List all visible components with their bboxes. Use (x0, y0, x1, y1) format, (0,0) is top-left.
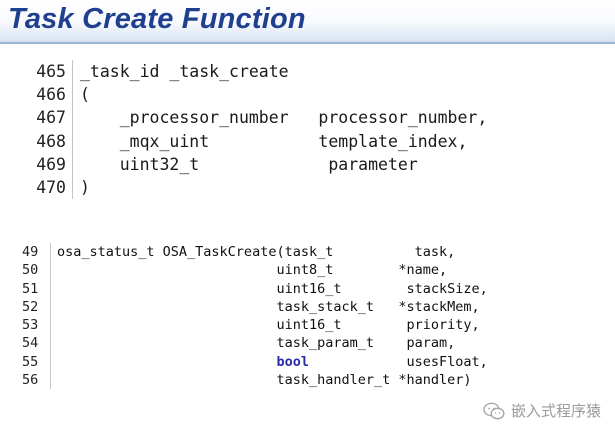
line-number: 468 (24, 129, 73, 153)
code-text: uint16_t priority, (51, 316, 480, 334)
code-line: 470) (24, 175, 487, 200)
code-segment: uint16_t priority, (57, 317, 480, 334)
line-number: 470 (24, 175, 73, 200)
code-line: 465 _task_id _task_create (24, 60, 487, 84)
line-number: 469 (24, 152, 73, 176)
code-text: osa_status_t OSA_TaskCreate(task_t task, (51, 243, 455, 261)
code-segment: task_param_t param, (57, 335, 456, 352)
code-line: 466 ( (24, 83, 487, 107)
code-text: ) (80, 177, 90, 197)
code-text: uint16_t stackSize, (51, 280, 488, 298)
line-number: 56 (22, 371, 51, 390)
code-text: uint8_t *name, (51, 261, 447, 279)
line-number: 52 (22, 297, 51, 317)
wechat-icon (483, 402, 505, 419)
code-segment: task_stack_t *stackMem, (57, 298, 480, 315)
code-line: 55 bool usesFloat, (22, 352, 488, 372)
line-number: 53 (22, 316, 51, 335)
code-segment: osa_status_t OSA_TaskCreate(task_t task, (57, 244, 456, 260)
code-line: 49 osa_status_t OSA_TaskCreate(task_t tas… (22, 243, 488, 262)
line-number: 50 (22, 261, 51, 280)
code-line: 468 _mqx_uint template_index, (24, 129, 487, 153)
line-number: 467 (24, 106, 73, 130)
code-segment: task_handler_t *handler) (57, 372, 472, 389)
code-segment (57, 354, 276, 370)
slide-title: Task Create Function (8, 3, 306, 35)
watermark-text: 嵌入式程序猿 (510, 402, 601, 420)
code-line: 467 _processor_number processor_number, (24, 106, 488, 130)
code-line: 52 task_stack_t *stackMem, (22, 297, 488, 317)
code-text: _mqx_uint template_index, (80, 131, 468, 151)
code-segment: uint16_t stackSize, (57, 280, 488, 297)
code-block-task-create: 465 _task_id _task_create 466 ( 467 _proce… (24, 60, 488, 200)
title-bar: Task Create Function (0, 0, 615, 44)
code-text: task_param_t param, (51, 334, 455, 352)
code-segment: usesFloat, (308, 353, 488, 370)
code-text: uint32_t parameter (80, 154, 418, 174)
watermark: 嵌入式程序猿 (483, 400, 601, 421)
keyword-bool: bool (276, 353, 309, 370)
code-text: task_handler_t *handler) (51, 371, 472, 389)
code-text: ( (80, 85, 90, 105)
code-text: _processor_number processor_number, (80, 108, 488, 128)
code-line: 56 task_handler_t *handler) (22, 371, 488, 390)
code-line: 50 uint8_t *name, (22, 261, 488, 280)
code-segment: uint8_t *name, (57, 262, 448, 279)
line-number: 466 (24, 83, 73, 107)
code-text: task_stack_t *stackMem, (51, 298, 480, 316)
line-number: 465 (24, 60, 73, 84)
code-block-osa-task-create: 49 osa_status_t OSA_TaskCreate(task_t tas… (22, 243, 488, 390)
line-number: 51 (22, 279, 51, 298)
code-line: 53 uint16_t priority, (22, 316, 488, 335)
line-number: 54 (22, 334, 51, 353)
line-number: 55 (22, 352, 51, 372)
code-text: _task_id _task_create (80, 62, 289, 81)
code-line: 469 uint32_t parameter (24, 152, 487, 176)
line-number: 49 (22, 243, 51, 262)
code-line: 54 task_param_t param, (22, 334, 488, 353)
code-text: bool usesFloat, (51, 353, 488, 371)
code-line: 51 uint16_t stackSize, (22, 279, 488, 298)
